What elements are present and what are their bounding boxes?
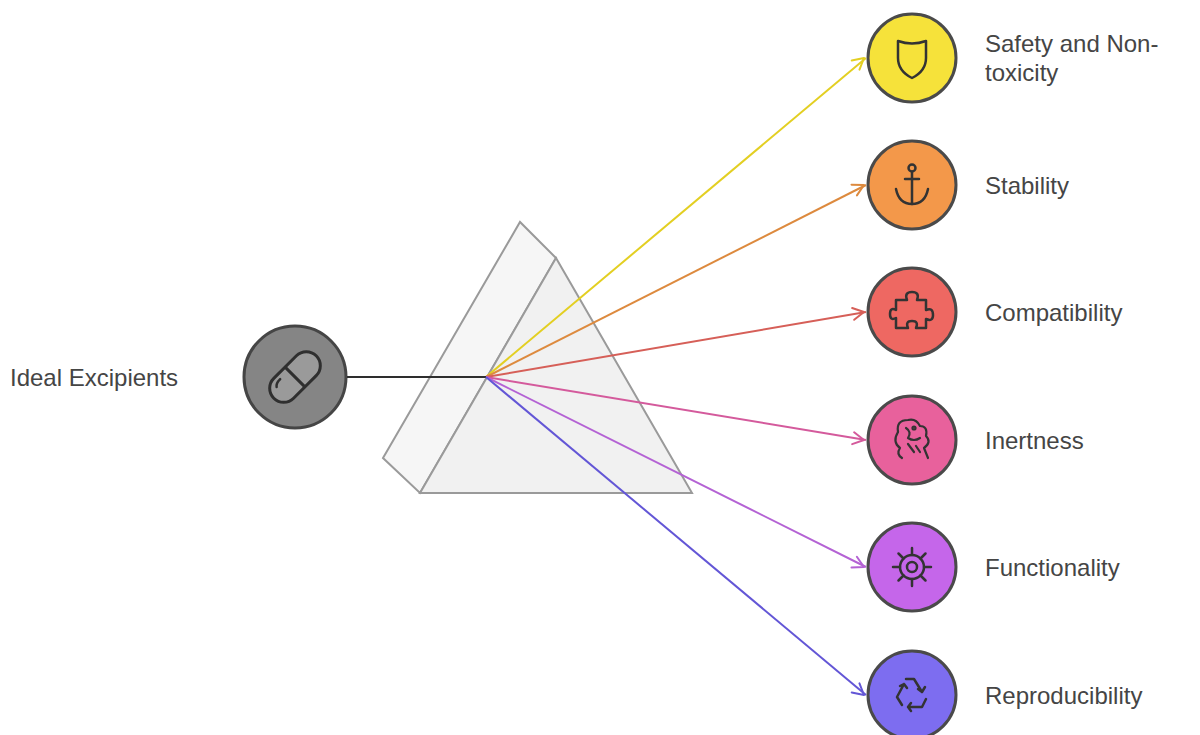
source-node: Ideal Excipients — [8, 325, 347, 429]
label-wrap: Inertness — [985, 396, 1191, 484]
connector-ray — [486, 185, 866, 377]
label-wrap: Stability — [985, 141, 1191, 229]
connector-ray — [486, 377, 866, 567]
label-wrap: Reproducibility — [985, 651, 1191, 735]
connector — [347, 377, 866, 444]
arrow-head — [852, 58, 864, 70]
inertness-circle — [868, 396, 956, 484]
node-label: Functionality — [985, 553, 1191, 582]
capsule-icon — [264, 346, 326, 408]
connector — [347, 185, 866, 377]
connector-stem — [347, 376, 486, 378]
compatibility-circle — [868, 268, 956, 356]
connector-stem — [347, 376, 486, 378]
arrow-head — [851, 185, 864, 196]
arrow-head — [851, 557, 864, 568]
node-label: Reproducibility — [985, 681, 1191, 710]
connector-ray — [486, 312, 866, 377]
connector — [347, 58, 866, 377]
connector-ray — [486, 377, 866, 695]
gear-icon — [893, 548, 931, 586]
functionality-circle — [868, 523, 956, 611]
connector-ray — [486, 58, 866, 377]
property-node: Safety and Non-toxicity — [866, 14, 1196, 102]
recycle-icon — [897, 679, 926, 711]
property-node: Stability — [866, 141, 1196, 229]
arrow-head — [852, 683, 864, 695]
node-label: Stability — [985, 171, 1191, 200]
node-label: Inertness — [985, 426, 1191, 455]
label-wrap: Functionality — [985, 523, 1191, 611]
node-label: Compatibility — [985, 298, 1191, 327]
property-node: Functionality — [866, 523, 1196, 611]
node-label: Ideal Excipients — [10, 363, 235, 392]
connector — [347, 377, 866, 567]
label-wrap: Ideal Excipients — [10, 325, 235, 429]
connector-stem — [347, 376, 486, 378]
connector-stem — [347, 376, 486, 378]
reproducibility-circle — [868, 651, 956, 735]
connector-ray — [486, 377, 866, 440]
property-node: Compatibility — [866, 268, 1196, 356]
label-wrap: Compatibility — [985, 268, 1191, 356]
lion-icon — [895, 420, 928, 458]
shield-icon — [898, 41, 926, 78]
arrow-head — [852, 432, 864, 444]
node-label: Safety and Non-toxicity — [985, 29, 1191, 87]
capsule-circle — [244, 326, 346, 428]
connector-stem — [347, 376, 486, 378]
connector — [347, 377, 866, 695]
property-node: Inertness — [866, 396, 1196, 484]
property-node: Reproducibility — [866, 651, 1196, 735]
safety-circle — [868, 14, 956, 102]
connector-stem — [347, 376, 486, 378]
stability-circle — [868, 141, 956, 229]
arrow-head — [852, 308, 864, 320]
connector — [347, 308, 866, 377]
puzzle-icon — [890, 292, 933, 328]
label-wrap: Safety and Non-toxicity — [985, 14, 1191, 102]
anchor-icon — [896, 165, 928, 205]
